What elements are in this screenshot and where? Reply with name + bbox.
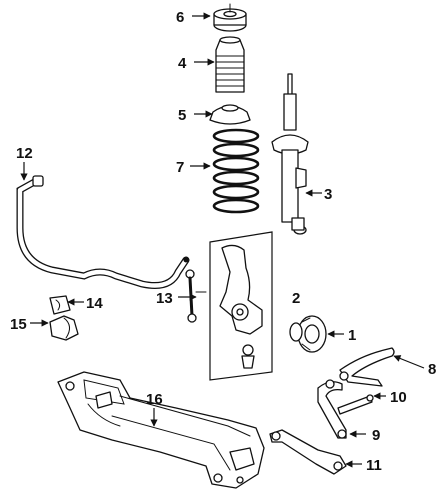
callout-3: 3 bbox=[324, 186, 332, 203]
callout-1: 1 bbox=[348, 327, 356, 344]
bushing-bracket bbox=[49, 315, 79, 341]
callout-16: 16 bbox=[146, 391, 163, 408]
callout-2: 2 bbox=[292, 290, 300, 307]
upper-strut-mount bbox=[213, 3, 247, 32]
lower-control-arm bbox=[317, 379, 347, 439]
upper-spring-seat bbox=[209, 104, 251, 125]
callout-10: 10 bbox=[390, 389, 407, 406]
stabilizer-link bbox=[185, 269, 207, 323]
callout-8: 8 bbox=[428, 361, 436, 378]
lower-strut-rod bbox=[337, 394, 374, 415]
callout-15: 15 bbox=[10, 316, 27, 333]
callout-14: 14 bbox=[86, 295, 103, 312]
strut-assembly bbox=[271, 73, 309, 235]
callout-6: 6 bbox=[176, 9, 184, 26]
upper-control-arm bbox=[339, 347, 395, 387]
steering-knuckle bbox=[219, 244, 263, 369]
stabilizer-bushing bbox=[49, 295, 71, 315]
callout-12: 12 bbox=[16, 145, 33, 162]
front-crossmember bbox=[57, 371, 265, 489]
callout-4: 4 bbox=[178, 55, 187, 72]
coil-spring bbox=[212, 128, 260, 214]
callout-13: 13 bbox=[156, 290, 173, 307]
callout-7: 7 bbox=[176, 159, 184, 176]
callout-11: 11 bbox=[366, 457, 382, 474]
knuckle-callout-box bbox=[209, 231, 273, 381]
leader-lines bbox=[20, 12, 425, 468]
wheel-hub-bearing bbox=[289, 315, 327, 353]
stabilizer-bar bbox=[16, 175, 190, 289]
strut-dust-boot bbox=[215, 36, 245, 93]
lateral-link bbox=[269, 429, 347, 475]
callout-5: 5 bbox=[178, 107, 186, 124]
callout-9: 9 bbox=[372, 427, 380, 444]
